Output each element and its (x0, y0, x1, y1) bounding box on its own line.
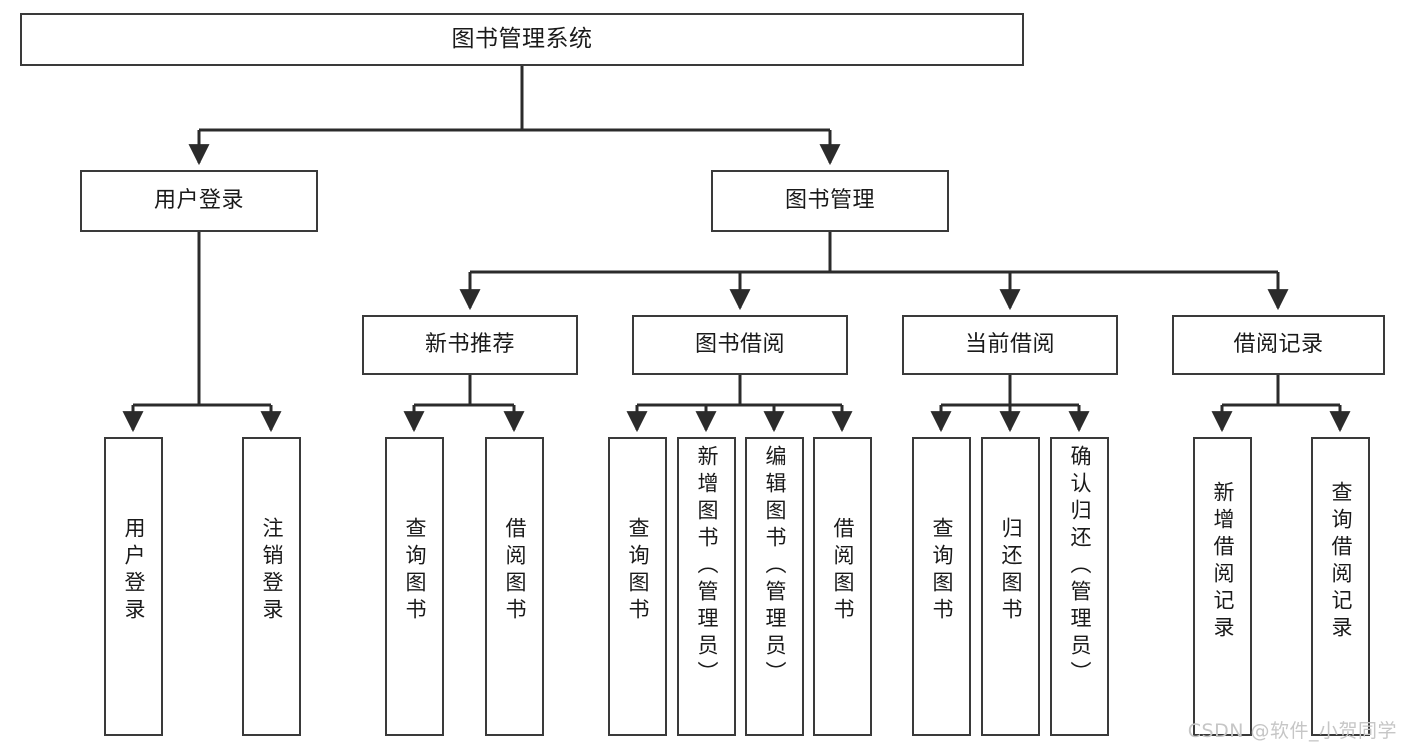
leaf-logout-login[interactable]: 注销登录 (242, 437, 301, 736)
watermark-text: CSDN @软件_小贺同学 (1187, 720, 1397, 742)
leaf-confirm-return-label: 确认归还（管理员） (1068, 445, 1092, 688)
leaf-query-book-2-label: 查询图书 (626, 517, 650, 625)
leaf-confirm-return[interactable]: 确认归还（管理员） (1050, 437, 1109, 736)
leaf-borrow-book-2[interactable]: 借阅图书 (813, 437, 872, 736)
node-user-login[interactable]: 用户登录 (80, 170, 318, 232)
node-new-book-recommend[interactable]: 新书推荐 (362, 315, 578, 375)
leaf-return-book-label: 归还图书 (999, 517, 1023, 625)
leaf-query-book-1[interactable]: 查询图书 (385, 437, 444, 736)
leaf-query-record-label: 查询借阅记录 (1329, 481, 1353, 643)
leaf-return-book[interactable]: 归还图书 (981, 437, 1040, 736)
leaf-add-record[interactable]: 新增借阅记录 (1193, 437, 1252, 736)
leaf-user-login[interactable]: 用户登录 (104, 437, 163, 736)
node-current-borrow-label: 当前借阅 (964, 332, 1055, 358)
node-book-borrow[interactable]: 图书借阅 (632, 315, 848, 375)
leaf-query-book-3-label: 查询图书 (930, 517, 954, 625)
leaf-borrow-book-2-label: 借阅图书 (831, 517, 855, 625)
node-root-label: 图书管理系统 (451, 26, 593, 53)
leaf-query-book-1-label: 查询图书 (403, 517, 427, 625)
leaf-user-login-label: 用户登录 (122, 517, 146, 625)
node-book-management-label: 图书管理 (784, 188, 875, 214)
node-borrow-record-label: 借阅记录 (1233, 332, 1324, 358)
leaf-borrow-book-1-label: 借阅图书 (503, 517, 527, 625)
leaf-add-book[interactable]: 新增图书（管理员） (677, 437, 736, 736)
leaf-query-book-2[interactable]: 查询图书 (608, 437, 667, 736)
node-borrow-record[interactable]: 借阅记录 (1172, 315, 1385, 375)
leaf-borrow-book-1[interactable]: 借阅图书 (485, 437, 544, 736)
leaf-edit-book[interactable]: 编辑图书（管理员） (745, 437, 804, 736)
node-book-borrow-label: 图书借阅 (694, 332, 785, 358)
node-user-login-label: 用户登录 (153, 188, 244, 214)
node-book-management[interactable]: 图书管理 (711, 170, 949, 232)
leaf-logout-login-label: 注销登录 (260, 517, 284, 625)
leaf-add-record-label: 新增借阅记录 (1211, 481, 1235, 643)
node-root[interactable]: 图书管理系统 (20, 13, 1024, 66)
leaf-edit-book-label: 编辑图书（管理员） (763, 445, 787, 688)
node-current-borrow[interactable]: 当前借阅 (902, 315, 1118, 375)
leaf-query-record[interactable]: 查询借阅记录 (1311, 437, 1370, 736)
leaf-add-book-label: 新增图书（管理员） (695, 445, 719, 688)
leaf-query-book-3[interactable]: 查询图书 (912, 437, 971, 736)
node-new-book-recommend-label: 新书推荐 (424, 332, 515, 358)
